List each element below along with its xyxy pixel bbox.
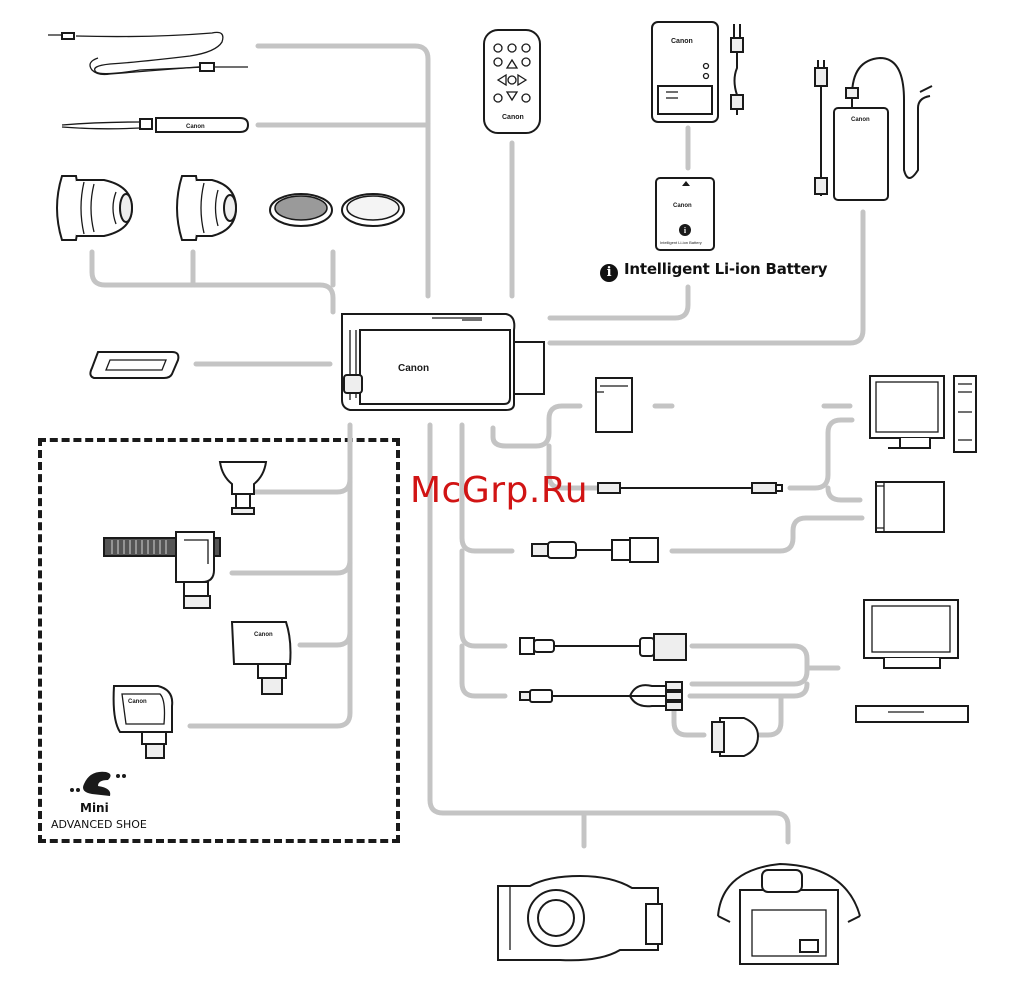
light-brand: Canon — [254, 632, 273, 638]
memory-card-icon — [596, 378, 632, 432]
watermark: McGrp.Ru — [410, 470, 588, 511]
scart-adapter-icon — [712, 718, 758, 756]
usb-cable-icon — [598, 483, 782, 493]
video-recorder-icon — [856, 706, 968, 722]
battery-pack-text: Intelligent Li-ion Battery — [660, 240, 702, 245]
camcorder-icon: Canon — [342, 314, 544, 410]
compact-power-adapter-icon: Canon — [815, 58, 932, 200]
soft-case-icon — [498, 876, 662, 960]
battery-label: i Intelligent Li-ion Battery — [600, 260, 827, 282]
tv-icon — [864, 600, 958, 668]
mini-advanced-shoe-accessories: Canon Canon — [70, 462, 291, 796]
battery-pack-icon: Canon i Intelligent Li-ion Battery — [656, 178, 714, 250]
strap-brand: Canon — [186, 124, 205, 130]
speedlite-flash-icon: Canon — [114, 686, 173, 758]
wide-converter-icon — [177, 176, 236, 240]
tele-converter-icon — [57, 176, 132, 240]
hdmi-cable-icon — [520, 634, 686, 660]
shoulder-bag-icon — [718, 864, 860, 964]
directional-mic-small-icon — [220, 462, 266, 514]
adapter-brand: Canon — [851, 117, 870, 123]
info-icon: i — [600, 264, 618, 282]
mini-advanced-shoe-logo — [70, 772, 126, 796]
stereo-video-cable-icon — [520, 682, 682, 710]
charger-brand: Canon — [671, 38, 693, 45]
protect-filter-icon — [342, 194, 404, 226]
camcorder-brand: Canon — [398, 363, 429, 374]
shoulder-strap-icon — [48, 32, 248, 74]
photo-printer-icon — [876, 482, 944, 532]
nd-filter-icon — [270, 194, 332, 226]
directional-mic-icon — [104, 532, 220, 608]
shoe-logo-advanced: ADVANCED SHOE — [51, 818, 147, 831]
usb-adapter-icon — [532, 538, 658, 562]
grip-band-icon — [90, 352, 178, 378]
video-light-icon: Canon — [232, 622, 291, 694]
battery-charger-icon: Canon — [652, 22, 743, 122]
shoe-logo-mini: Mini — [80, 801, 109, 815]
remote-brand: Canon — [502, 114, 524, 121]
remote-controller-icon: Canon — [484, 30, 540, 133]
flash-brand: Canon — [128, 699, 147, 705]
battery-brand: Canon — [673, 203, 692, 209]
battery-label-text: Intelligent Li-ion Battery — [624, 260, 827, 278]
wrist-strap-icon: Canon — [62, 118, 248, 132]
computer-icon — [870, 376, 976, 452]
